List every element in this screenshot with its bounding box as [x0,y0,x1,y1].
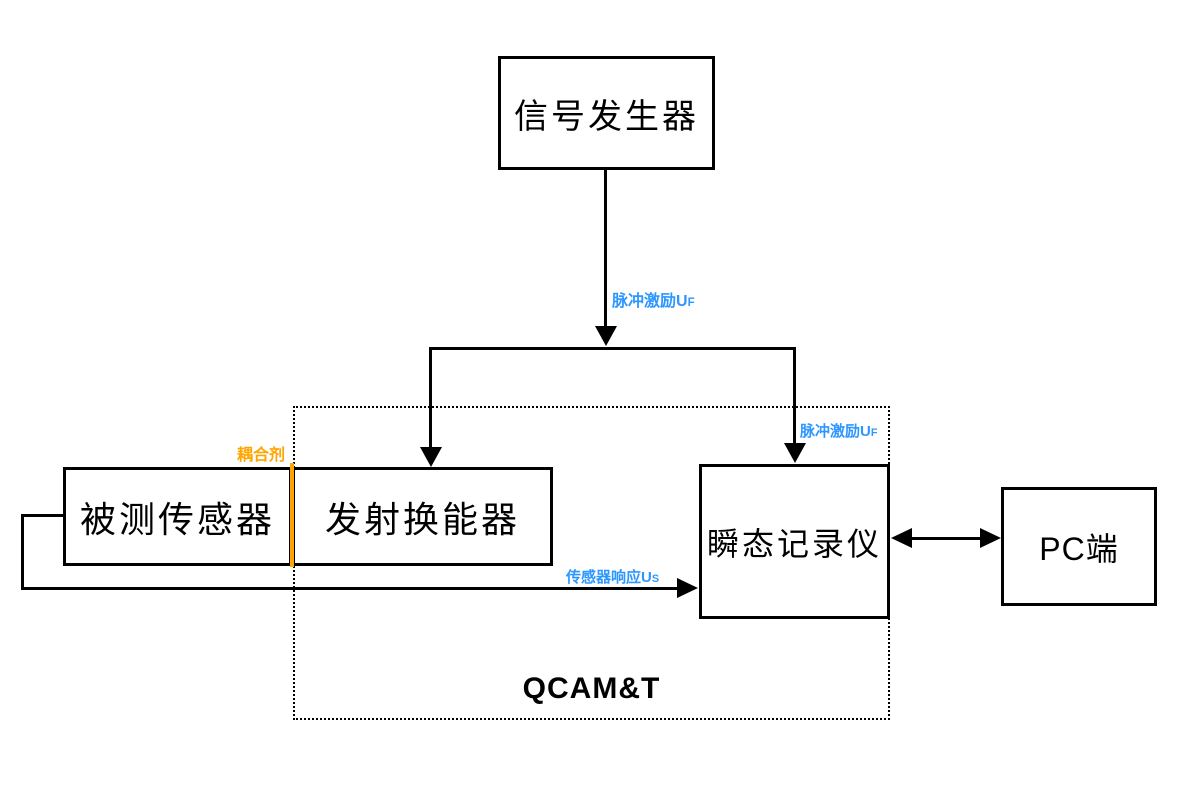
arrowhead-branch-right [784,443,806,463]
couplant-label-text: 耦合剂 [237,447,286,464]
node-transmit-transducer: 发射换能器 [292,467,553,566]
node-pc: PC端 [1001,487,1157,606]
transient-recorder-label: 瞬态记录仪 [706,525,882,562]
pulse-top-sub: F [687,297,695,309]
edge-sg-down-shaft [604,169,607,327]
transmit-transducer-label: 发射换能器 [324,498,520,540]
edge-recorder-pc-shaft [906,537,986,540]
node-sensor-under-test: 被测传感器 [63,467,292,566]
qcamt-caption: QCAM&T [522,672,661,705]
sensor-under-test-label: 被测传感器 [79,498,275,540]
sensor-response-main: 传感器响应U [566,569,652,586]
edge-branch-horizontal [429,347,796,350]
wire-sensor-out-horizontal [21,514,65,517]
arrowhead-to-pc [980,528,1001,548]
wire-sensor-down-vertical [21,514,24,590]
edge-branch-right-shaft [793,347,796,444]
arrowhead-sg-down [595,326,617,346]
sensor-response-sub: S [651,573,660,585]
node-signal-generator: 信号发生器 [498,56,715,170]
wire-sensor-response-shaft [21,587,680,590]
arrowhead-to-recorder [891,528,912,548]
node-transient-recorder: 瞬态记录仪 [699,464,890,619]
edge-branch-left-shaft [429,347,432,448]
pulse-right-sub: F [870,427,878,439]
pulse-excitation-top-label: 脉冲激励UF [612,287,695,311]
pulse-right-main: 脉冲激励U [800,423,871,440]
sensor-response-label: 传感器响应US [566,566,659,587]
couplant-label: 耦合剂 [237,441,285,465]
arrowhead-branch-left [420,447,442,467]
signal-generator-label: 信号发生器 [514,97,699,136]
pulse-excitation-right-label: 脉冲激励UF [800,420,877,441]
couplant-divider [290,463,294,567]
pulse-top-main: 脉冲激励U [612,293,688,310]
pc-label: PC端 [1039,530,1119,567]
arrowhead-sensor-response [677,578,698,598]
